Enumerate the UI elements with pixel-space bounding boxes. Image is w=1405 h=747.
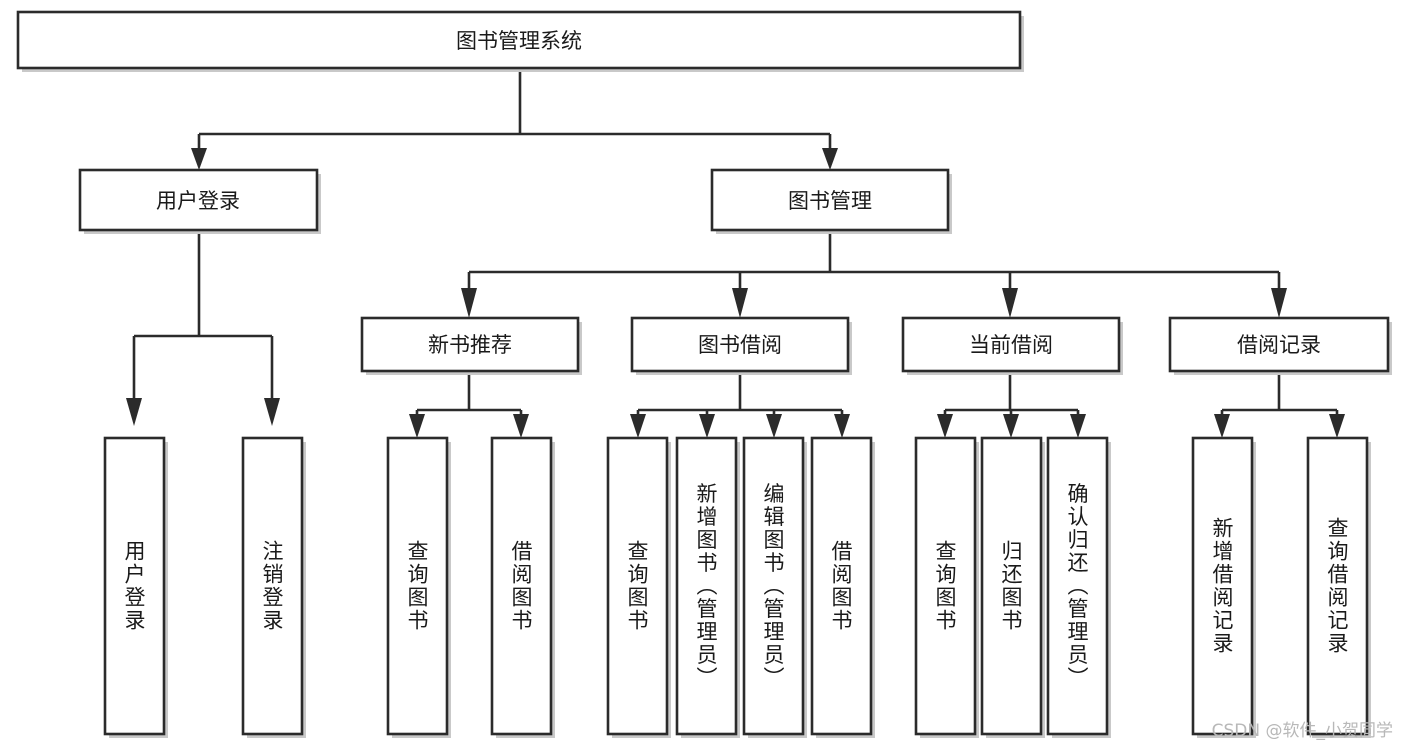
leaf-new-book-query[interactable]: 查询图书	[386, 436, 451, 738]
leaf-label: 注销登录	[260, 540, 284, 632]
root-label: 图书管理系统	[456, 29, 582, 53]
leaf-box	[606, 436, 669, 736]
borrow-record-label: 借阅记录	[1237, 333, 1321, 357]
user-login-box	[78, 168, 319, 232]
leaf-box	[675, 436, 738, 736]
current-borrow-label: 当前借阅	[969, 333, 1053, 357]
arrow-bookmgmt-to-record	[1271, 288, 1287, 318]
leaf-record-query[interactable]: 查询借阅记录	[1306, 436, 1371, 738]
arrow-userlogin-leaf-2	[264, 398, 280, 426]
arrow-bookmgmt-to-newbook	[461, 288, 477, 318]
node-book-borrow[interactable]: 图书借阅	[630, 316, 852, 375]
leaf-label: 借阅图书	[829, 540, 853, 632]
arrow-record-leaf-2	[1329, 414, 1345, 438]
leaf-label: 归还图书	[999, 540, 1023, 632]
leaf-label: 新增图书（管理员）	[694, 483, 718, 690]
leaf-box	[1191, 436, 1254, 736]
leaf-label: 新增借阅记录	[1210, 517, 1234, 655]
node-new-book-recommend[interactable]: 新书推荐	[360, 316, 582, 375]
arrow-current-leaf-1	[937, 414, 953, 438]
root-box	[16, 10, 1022, 70]
leaf-box	[386, 436, 449, 736]
arrow-bookmgmt-to-current	[1002, 288, 1018, 318]
arrow-current-leaf-2	[1003, 414, 1019, 438]
arrow-borrow-leaf-3	[766, 414, 782, 438]
leaf-borrow-borrow-book[interactable]: 借阅图书	[810, 436, 875, 738]
leaf-label: 确认归还（管理员）	[1065, 483, 1089, 690]
leaf-box	[1046, 436, 1109, 736]
leaf-current-query-book[interactable]: 查询图书	[914, 436, 979, 738]
node-book-management[interactable]: 图书管理	[710, 168, 952, 234]
arrow-newbook-leaf-2	[513, 414, 529, 438]
leaf-record-add[interactable]: 新增借阅记录	[1191, 436, 1256, 738]
leaf-current-confirm-return[interactable]: 确认归还（管理员）	[1046, 436, 1111, 738]
leaf-box	[742, 436, 805, 736]
leaf-borrow-edit-book[interactable]: 编辑图书（管理员）	[742, 436, 807, 738]
arrow-newbook-leaf-1	[409, 414, 425, 438]
node-borrow-record[interactable]: 借阅记录	[1168, 316, 1392, 375]
leaf-box	[241, 436, 304, 736]
connector-group	[126, 69, 1345, 438]
arrow-root-to-user-login	[191, 148, 207, 170]
book-management-label: 图书管理	[788, 189, 872, 213]
leaf-label: 用户登录	[122, 540, 146, 632]
leaf-box	[490, 436, 553, 736]
leaf-label: 借阅图书	[509, 540, 533, 632]
leaf-label: 查询借阅记录	[1325, 517, 1349, 655]
leaf-label: 查询图书	[625, 540, 649, 632]
leaf-label: 查询图书	[933, 540, 957, 632]
leaf-box	[103, 436, 166, 736]
leaf-borrow-add-book[interactable]: 新增图书（管理员）	[675, 436, 740, 738]
arrow-borrow-leaf-4	[834, 414, 850, 438]
borrow-record-box	[1168, 316, 1390, 373]
arrow-bookmgmt-to-borrow	[732, 288, 748, 318]
node-current-borrow[interactable]: 当前借阅	[901, 316, 1123, 375]
leaf-user-login-signout[interactable]: 注销登录	[241, 436, 306, 738]
current-borrow-box	[901, 316, 1121, 373]
book-borrow-label: 图书借阅	[698, 333, 782, 357]
arrow-userlogin-leaf-1	[126, 398, 142, 426]
leaf-new-book-borrow[interactable]: 借阅图书	[490, 436, 555, 738]
leaf-label: 查询图书	[405, 540, 429, 632]
arrow-record-leaf-1	[1214, 414, 1230, 438]
arrow-borrow-leaf-1	[630, 414, 646, 438]
node-user-login[interactable]: 用户登录	[78, 168, 321, 234]
new-book-recommend-label: 新书推荐	[428, 333, 512, 357]
user-login-label: 用户登录	[156, 189, 240, 213]
leaf-box	[914, 436, 977, 736]
new-book-recommend-box	[360, 316, 580, 373]
leaf-label: 编辑图书（管理员）	[761, 483, 785, 690]
leaf-box	[980, 436, 1043, 736]
node-root-system[interactable]: 图书管理系统	[16, 10, 1024, 72]
arrow-current-leaf-3	[1070, 414, 1086, 438]
arrow-root-to-book-mgmt	[822, 148, 838, 170]
leaf-borrow-query-book[interactable]: 查询图书	[606, 436, 671, 738]
leaf-current-return-book[interactable]: 归还图书	[980, 436, 1045, 738]
book-management-box	[710, 168, 950, 232]
arrow-borrow-leaf-2	[699, 414, 715, 438]
leaf-box	[1306, 436, 1369, 736]
book-borrow-box	[630, 316, 850, 373]
leaf-user-login-signin[interactable]: 用户登录	[103, 436, 168, 738]
leaf-box	[810, 436, 873, 736]
